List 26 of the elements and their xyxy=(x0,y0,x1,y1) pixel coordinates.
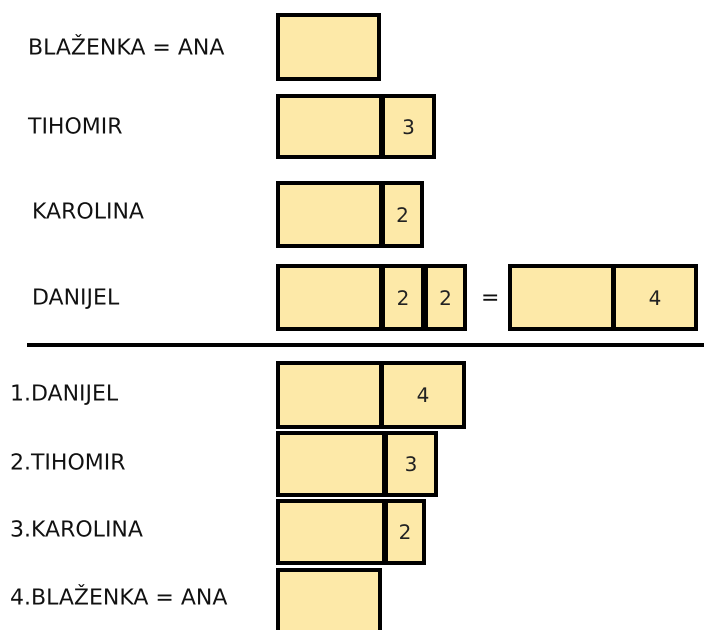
bar-segment xyxy=(276,94,383,159)
bar-segment: 2 xyxy=(381,264,425,331)
name-label: 1.DANIJEL xyxy=(10,382,118,406)
name-label: 2.TIHOMIR xyxy=(10,450,126,476)
bar-segment: 3 xyxy=(381,94,436,159)
bar-segment: 4 xyxy=(612,264,698,331)
bar-segment xyxy=(276,431,386,497)
bar-segment xyxy=(508,264,615,331)
name-label: DANIJEL xyxy=(32,286,120,310)
name-label: 4.BLAŽENKA = ANA xyxy=(10,586,228,610)
name-label: TIHOMIR xyxy=(28,114,123,140)
bar-segment: 4 xyxy=(380,361,466,429)
equals-sign: = xyxy=(481,286,500,310)
bar-segment xyxy=(276,181,383,248)
bar-segment xyxy=(276,361,383,429)
bar-segment xyxy=(276,568,382,630)
bar-segment xyxy=(276,13,381,81)
bar-segment: 2 xyxy=(381,181,424,248)
bar-segment xyxy=(276,499,386,565)
bar-segment: 2 xyxy=(424,264,467,331)
bar-segment: 2 xyxy=(384,499,426,565)
name-label: 3.KAROLINA xyxy=(10,518,143,542)
name-label: KAROLINA xyxy=(32,200,144,224)
bar-segment: 3 xyxy=(384,431,438,497)
bar-segment xyxy=(276,264,383,331)
name-label: BLAŽENKA = ANA xyxy=(28,36,224,60)
